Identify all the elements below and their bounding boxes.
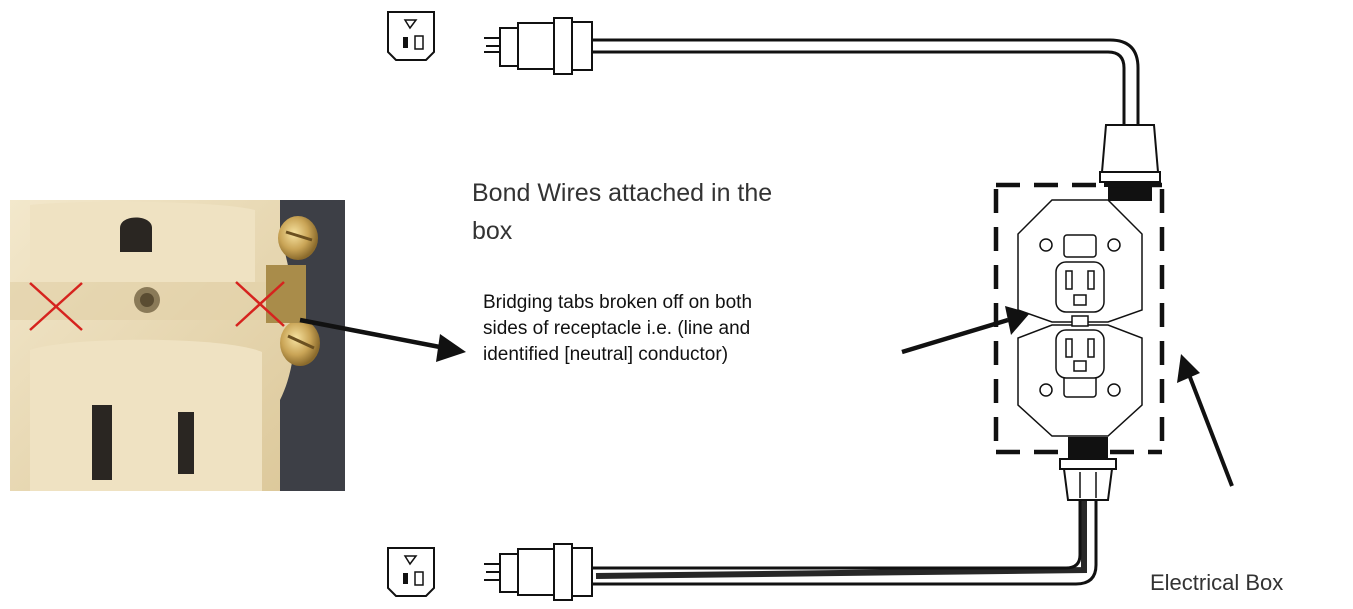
electrical-box-label: Electrical Box — [1150, 570, 1353, 596]
bridging-tabs-label: Bridging tabs broken off on both sides o… — [483, 290, 903, 368]
terminal-screw-top — [278, 216, 318, 260]
receptacle-symbol-bottom — [388, 548, 434, 596]
connector-top — [1100, 125, 1160, 201]
arrow-box-pointer — [1177, 354, 1232, 486]
slot-wide — [92, 405, 112, 480]
connector-bottom — [1060, 437, 1116, 500]
terminal-screw-bottom — [280, 320, 320, 366]
ground-hole — [120, 218, 152, 253]
bond-wires-label: Bond Wires attached in the box — [472, 174, 892, 250]
cord-bottom-inner — [592, 500, 1080, 568]
cord-bottom-fill — [596, 500, 1084, 576]
plug-bottom — [484, 544, 592, 600]
cord-top-inner — [592, 52, 1124, 125]
slot-narrow — [178, 412, 194, 474]
arrow-label-to-receptacle — [902, 306, 1030, 352]
receptacle-photo — [10, 200, 345, 491]
duplex-receptacle-drawing — [1018, 200, 1142, 436]
receptacle-symbol-top — [388, 12, 434, 60]
plug-top — [484, 18, 592, 74]
